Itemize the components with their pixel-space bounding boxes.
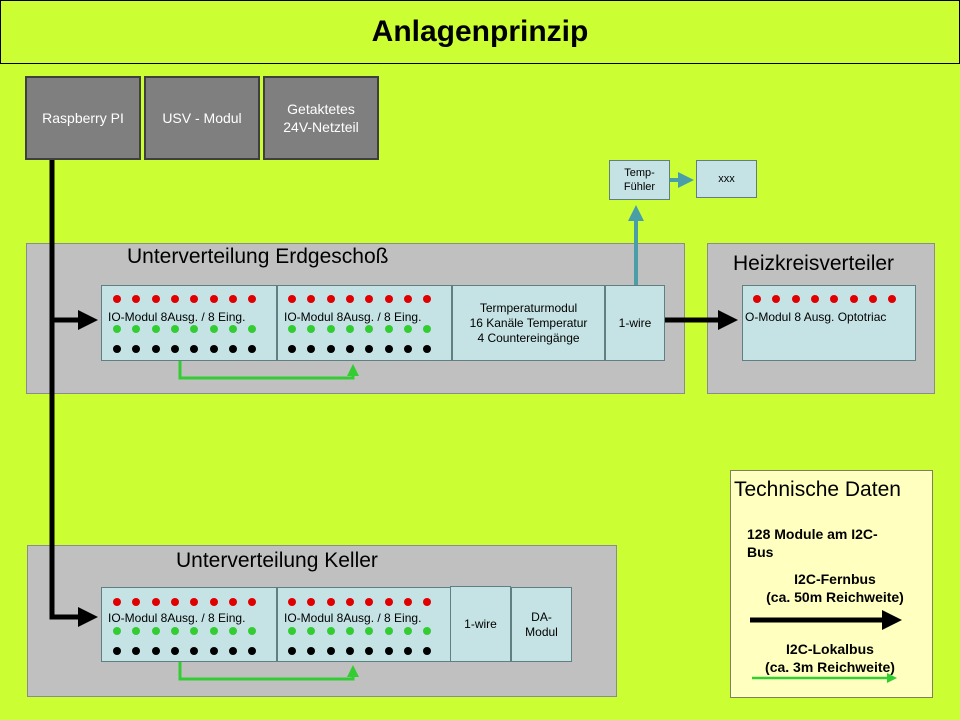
- heizkreis-o-module: [742, 285, 916, 361]
- xxx-box: xxx: [696, 160, 757, 198]
- fernbus-legend-label: I2C-Fernbus (ca. 50m Reichweite): [766, 571, 904, 605]
- panel-heizkreisverteiler-title: Heizkreisverteiler: [733, 252, 895, 275]
- keller-io-module-2: [277, 587, 452, 662]
- raspberry-pi-box: Raspberry PI: [25, 76, 141, 160]
- raspberry-pi-label: Raspberry PI: [42, 110, 124, 126]
- fernbus-keller-line: [49, 320, 98, 627]
- keller-io-module-1: [101, 587, 277, 662]
- keller-io-module-2-label: IO-Modul 8Ausg. / 8 Eing.: [284, 611, 422, 625]
- fernbus-trunk-line: [49, 160, 98, 330]
- power-supply-box: Getaktetes 24V-Netzteil: [263, 76, 379, 160]
- eg-onewire-module: 1-wire: [605, 285, 665, 361]
- heizkreis-o-module-label: O-Modul 8 Ausg. Optotriac: [745, 310, 887, 324]
- keller-io-module-1-label: IO-Modul 8Ausg. / 8 Eing.: [108, 611, 246, 625]
- page-title: Anlagenprinzip: [0, 0, 960, 64]
- technische-daten-modules: 128 Module am I2C- Bus: [747, 526, 878, 560]
- lokalbus-eg-line: [178, 361, 359, 380]
- lokalbus-keller-line: [178, 662, 359, 681]
- keller-onewire-module: 1-wire: [450, 586, 511, 662]
- panel-keller-title: Unterverteilung Keller: [176, 549, 378, 572]
- eg-temperature-module: Termperaturmodul 16 Kanäle Temperatur 4 …: [452, 285, 605, 361]
- eg-io-module-1-label: IO-Modul 8Ausg. / 8 Eing.: [108, 310, 246, 324]
- technische-daten-title: Technische Daten: [734, 478, 901, 501]
- panel-technische-daten: [730, 470, 933, 698]
- eg-io-module-2-label: IO-Modul 8Ausg. / 8 Eing.: [284, 310, 422, 324]
- power-supply-label-line2: 24V-Netzteil: [283, 119, 359, 135]
- temp-fuehler-box: Temp- Fühler: [609, 160, 670, 200]
- keller-da-module: DA- Modul: [511, 587, 572, 662]
- power-supply-label-line1: Getaktetes: [287, 101, 355, 117]
- eg-io-module-2: [277, 285, 452, 361]
- panel-erdgeschoss-title: Unterverteilung Erdgeschoß: [127, 245, 389, 268]
- eg-io-module-1: [101, 285, 277, 361]
- usv-module-box: USV - Modul: [144, 76, 260, 160]
- usv-module-label: USV - Modul: [162, 110, 242, 126]
- lokalbus-legend-label: I2C-Lokalbus (ca. 3m Reichweite): [765, 641, 895, 675]
